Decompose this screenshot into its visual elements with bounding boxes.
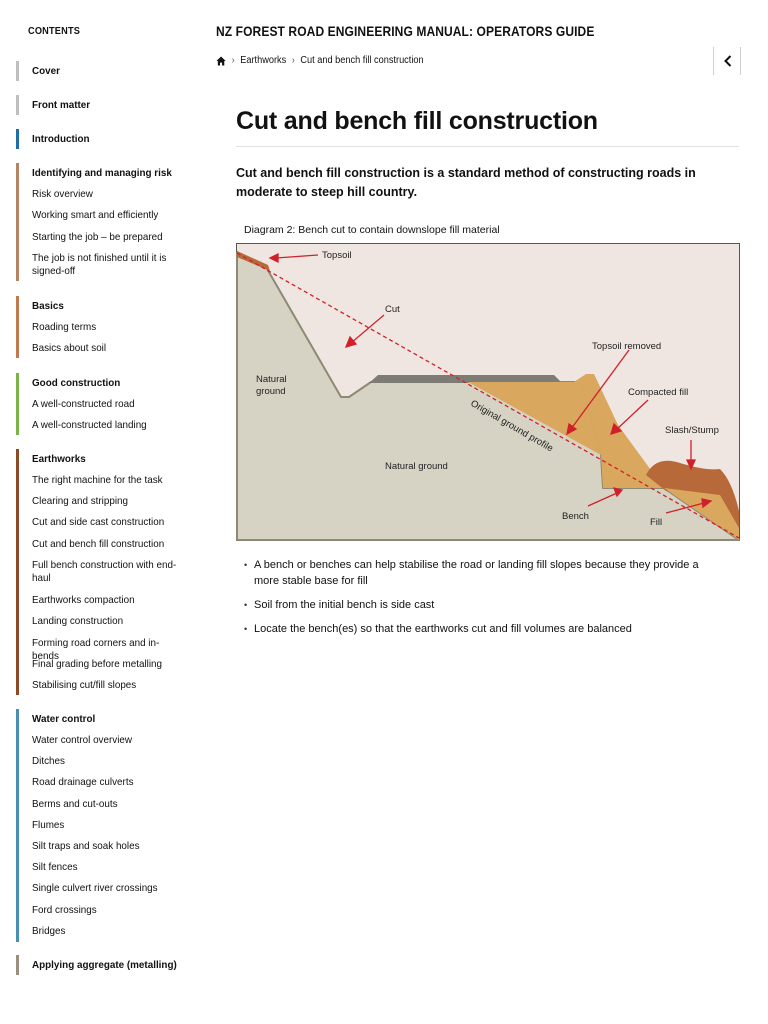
label-natural-ground-left-line-2: ground bbox=[256, 386, 286, 397]
sidebar-item-river-crossings[interactable]: Single culvert river crossings bbox=[32, 882, 158, 894]
sidebar-item-silt-traps[interactable]: Silt traps and soak holes bbox=[32, 840, 140, 852]
sidebar-heading-water-control[interactable]: Water control bbox=[32, 713, 96, 725]
sidebar-item-final-grading[interactable]: Final grading before metalling bbox=[32, 658, 163, 670]
sidebar-heading-aggregate[interactable]: Applying aggregate (metalling) bbox=[32, 959, 177, 971]
sidebar-section-cover: Cover bbox=[16, 61, 196, 81]
sidebar-section-earthworks: Earthworks The right machine for the tas… bbox=[16, 449, 196, 695]
bench-cut-diagram: Topsoil Cut Topsoil removed Natural grou… bbox=[236, 243, 740, 541]
sidebar-item-well-constructed-road[interactable]: A well-constructed road bbox=[32, 398, 135, 410]
section-color-bar bbox=[16, 163, 19, 281]
sidebar-section-water-control: Water control Water control overview Dit… bbox=[16, 709, 196, 942]
bullet-text: Locate the bench(es) so that the earthwo… bbox=[254, 623, 632, 635]
section-color-bar bbox=[16, 449, 19, 695]
sidebar-section-good-construction: Good construction A well-constructed roa… bbox=[16, 373, 196, 435]
sidebar-item-full-bench[interactable]: Full bench construction with end-haul bbox=[32, 559, 177, 584]
label-topsoil-removed: Topsoil removed bbox=[592, 341, 661, 352]
diagram-caption: Diagram 2: Bench cut to contain downslop… bbox=[244, 224, 500, 236]
diagram-arrows bbox=[268, 252, 713, 514]
sidebar-item-cut-bench-fill[interactable]: Cut and bench fill construction bbox=[32, 538, 165, 550]
sidebar-heading-earthworks[interactable]: Earthworks bbox=[32, 453, 86, 465]
page-title: Cut and bench fill construction bbox=[236, 107, 598, 135]
sidebar-item-roading-terms[interactable]: Roading terms bbox=[32, 321, 97, 333]
sidebar-item-bridges[interactable]: Bridges bbox=[32, 925, 66, 937]
section-color-bar bbox=[16, 296, 19, 358]
breadcrumb-current: Cut and bench fill construction bbox=[300, 55, 424, 66]
sidebar-item-cut-side-cast[interactable]: Cut and side cast construction bbox=[32, 516, 165, 528]
list-item: • A bench or benches can help stabilise … bbox=[244, 557, 724, 589]
sidebar-heading-basics[interactable]: Basics bbox=[32, 300, 64, 312]
bullet-text: A bench or benches can help stabilise th… bbox=[254, 559, 699, 587]
sidebar-item-well-constructed-landing[interactable]: A well-constructed landing bbox=[32, 419, 147, 431]
sidebar-section-basics: Basics Roading terms Basics about soil bbox=[16, 296, 196, 358]
topsoil-strip bbox=[237, 251, 270, 271]
sidebar-item-berms[interactable]: Berms and cut-outs bbox=[32, 798, 118, 810]
sidebar-item-stabilising-slopes[interactable]: Stabilising cut/fill slopes bbox=[32, 679, 137, 691]
breadcrumb-separator: › bbox=[291, 55, 295, 66]
sidebar-item-ditches[interactable]: Ditches bbox=[32, 755, 65, 767]
collapse-sidebar-button[interactable] bbox=[713, 47, 741, 75]
sidebar-section-introduction: Introduction bbox=[16, 129, 196, 149]
chevron-left-icon bbox=[724, 55, 732, 67]
sidebar-item-water-control-overview[interactable]: Water control overview bbox=[32, 734, 133, 746]
label-bench: Bench bbox=[562, 511, 589, 522]
sidebar-section-risk: Identifying and managing risk Risk overv… bbox=[16, 163, 196, 281]
sidebar-section-front-matter: Front matter bbox=[16, 95, 196, 115]
label-fill: Fill bbox=[650, 517, 662, 528]
sidebar-item-starting-the-job[interactable]: Starting the job – be prepared bbox=[32, 231, 163, 243]
sidebar-item-risk-overview[interactable]: Risk overview bbox=[32, 188, 93, 200]
sidebar-item-right-machine[interactable]: The right machine for the task bbox=[32, 474, 163, 486]
label-compacted-fill: Compacted fill bbox=[628, 387, 688, 398]
sidebar-item-front-matter[interactable]: Front matter bbox=[32, 99, 91, 111]
list-item: • Soil from the initial bench is side ca… bbox=[244, 597, 724, 613]
bullet-dot: • bbox=[244, 624, 248, 634]
bullet-list: • A bench or benches can help stabilise … bbox=[244, 557, 724, 645]
original-ground-profile-line bbox=[236, 252, 740, 539]
bullet-text: Soil from the initial bench is side cast bbox=[254, 599, 435, 611]
home-icon[interactable] bbox=[216, 56, 226, 66]
sidebar-item-ford-crossings[interactable]: Ford crossings bbox=[32, 904, 97, 916]
road-surface-shape bbox=[369, 375, 562, 383]
section-color-bar bbox=[16, 709, 19, 942]
sidebar-item-silt-fences[interactable]: Silt fences bbox=[32, 861, 78, 873]
sidebar-heading-good-construction[interactable]: Good construction bbox=[32, 377, 121, 389]
label-natural-ground-left: Natural ground bbox=[256, 374, 289, 397]
sidebar-item-flumes[interactable]: Flumes bbox=[32, 819, 65, 831]
sidebar-item-introduction[interactable]: Introduction bbox=[32, 133, 90, 145]
sidebar-item-basics-soil[interactable]: Basics about soil bbox=[32, 342, 107, 354]
breadcrumb-link-earthworks[interactable]: Earthworks bbox=[240, 55, 287, 66]
label-natural-ground: Natural ground bbox=[385, 461, 448, 472]
app-title[interactable]: NZ FOREST ROAD ENGINEERING MANUAL: OPERA… bbox=[216, 23, 595, 39]
section-color-bar bbox=[16, 95, 19, 115]
sidebar-item-road-corners[interactable]: Forming road corners and in-bends bbox=[32, 637, 160, 662]
label-slash-stump: Slash/Stump bbox=[665, 425, 719, 436]
compacted-fill-lower bbox=[468, 382, 601, 455]
section-color-bar bbox=[16, 955, 19, 975]
sidebar-item-compaction[interactable]: Earthworks compaction bbox=[32, 594, 135, 606]
contents-title: CONTENTS bbox=[28, 26, 81, 37]
sidebar-item-cover[interactable]: Cover bbox=[32, 65, 60, 77]
label-cut: Cut bbox=[385, 304, 400, 315]
label-topsoil: Topsoil bbox=[322, 250, 352, 261]
sidebar-item-job-not-finished[interactable]: The job is not finished until it is sign… bbox=[32, 252, 167, 277]
sidebar-item-clearing-stripping[interactable]: Clearing and stripping bbox=[32, 495, 129, 507]
title-divider bbox=[236, 146, 739, 147]
section-color-bar bbox=[16, 61, 19, 81]
sidebar-contents: CONTENTS Cover Front matter Introduction… bbox=[0, 0, 200, 1024]
lead-paragraph: Cut and bench fill construction is a sta… bbox=[236, 166, 696, 199]
breadcrumb: › Earthworks › Cut and bench fill constr… bbox=[216, 55, 424, 66]
sidebar-item-culverts[interactable]: Road drainage culverts bbox=[32, 776, 134, 788]
section-color-bar bbox=[16, 373, 19, 435]
breadcrumb-separator: › bbox=[231, 55, 235, 66]
label-natural-ground-left-line-1: Natural bbox=[256, 374, 287, 385]
list-item: • Locate the bench(es) so that the earth… bbox=[244, 621, 724, 637]
compacted-fill-shape bbox=[468, 374, 664, 488]
sidebar-item-working-smart[interactable]: Working smart and efficiently bbox=[32, 209, 159, 221]
section-color-bar bbox=[16, 129, 19, 149]
sidebar-section-aggregate: Applying aggregate (metalling) bbox=[16, 955, 196, 975]
bullet-dot: • bbox=[244, 600, 248, 610]
bullet-dot: • bbox=[244, 560, 248, 570]
sidebar-item-landing-construction[interactable]: Landing construction bbox=[32, 615, 124, 627]
sidebar-heading-risk[interactable]: Identifying and managing risk bbox=[32, 167, 172, 179]
